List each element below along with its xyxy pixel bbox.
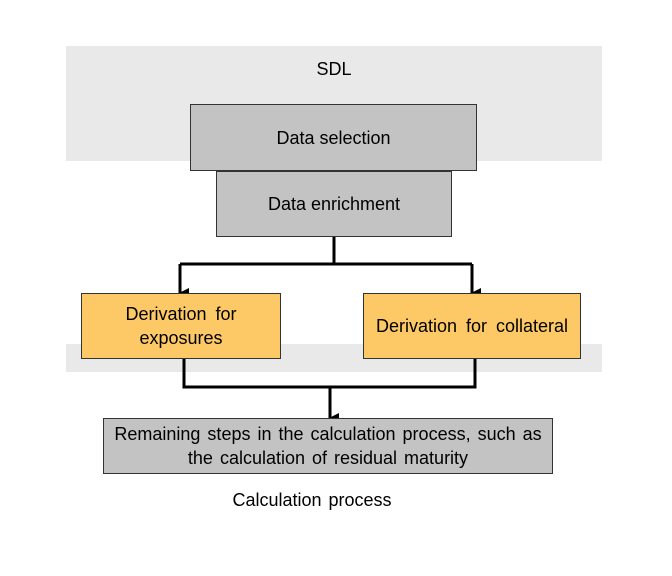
derivation-collateral-box: Derivation for collateral: [363, 293, 581, 359]
derivation-exposures-text: Derivation for exposures: [125, 304, 237, 348]
derivation-exposures-box: Derivation for exposures: [81, 293, 281, 359]
data-selection-box: Data selection: [190, 104, 477, 171]
data-selection-text: Data selection: [276, 127, 391, 148]
connector-derivations-merge: [182, 359, 477, 389]
calculation-process-label: Calculation process: [232, 490, 392, 510]
data-enrichment-text: Data enrichment: [267, 194, 401, 214]
remaining-steps-text: Remaining steps in the calculation proce…: [114, 424, 542, 468]
remaining-steps-box: Remaining steps in the calculation proce…: [103, 418, 553, 474]
derivation-collateral-text: Derivation for collateral: [375, 316, 569, 336]
sdl-label: SDL: [316, 59, 352, 79]
data-enrichment-box: Data enrichment: [216, 171, 452, 237]
